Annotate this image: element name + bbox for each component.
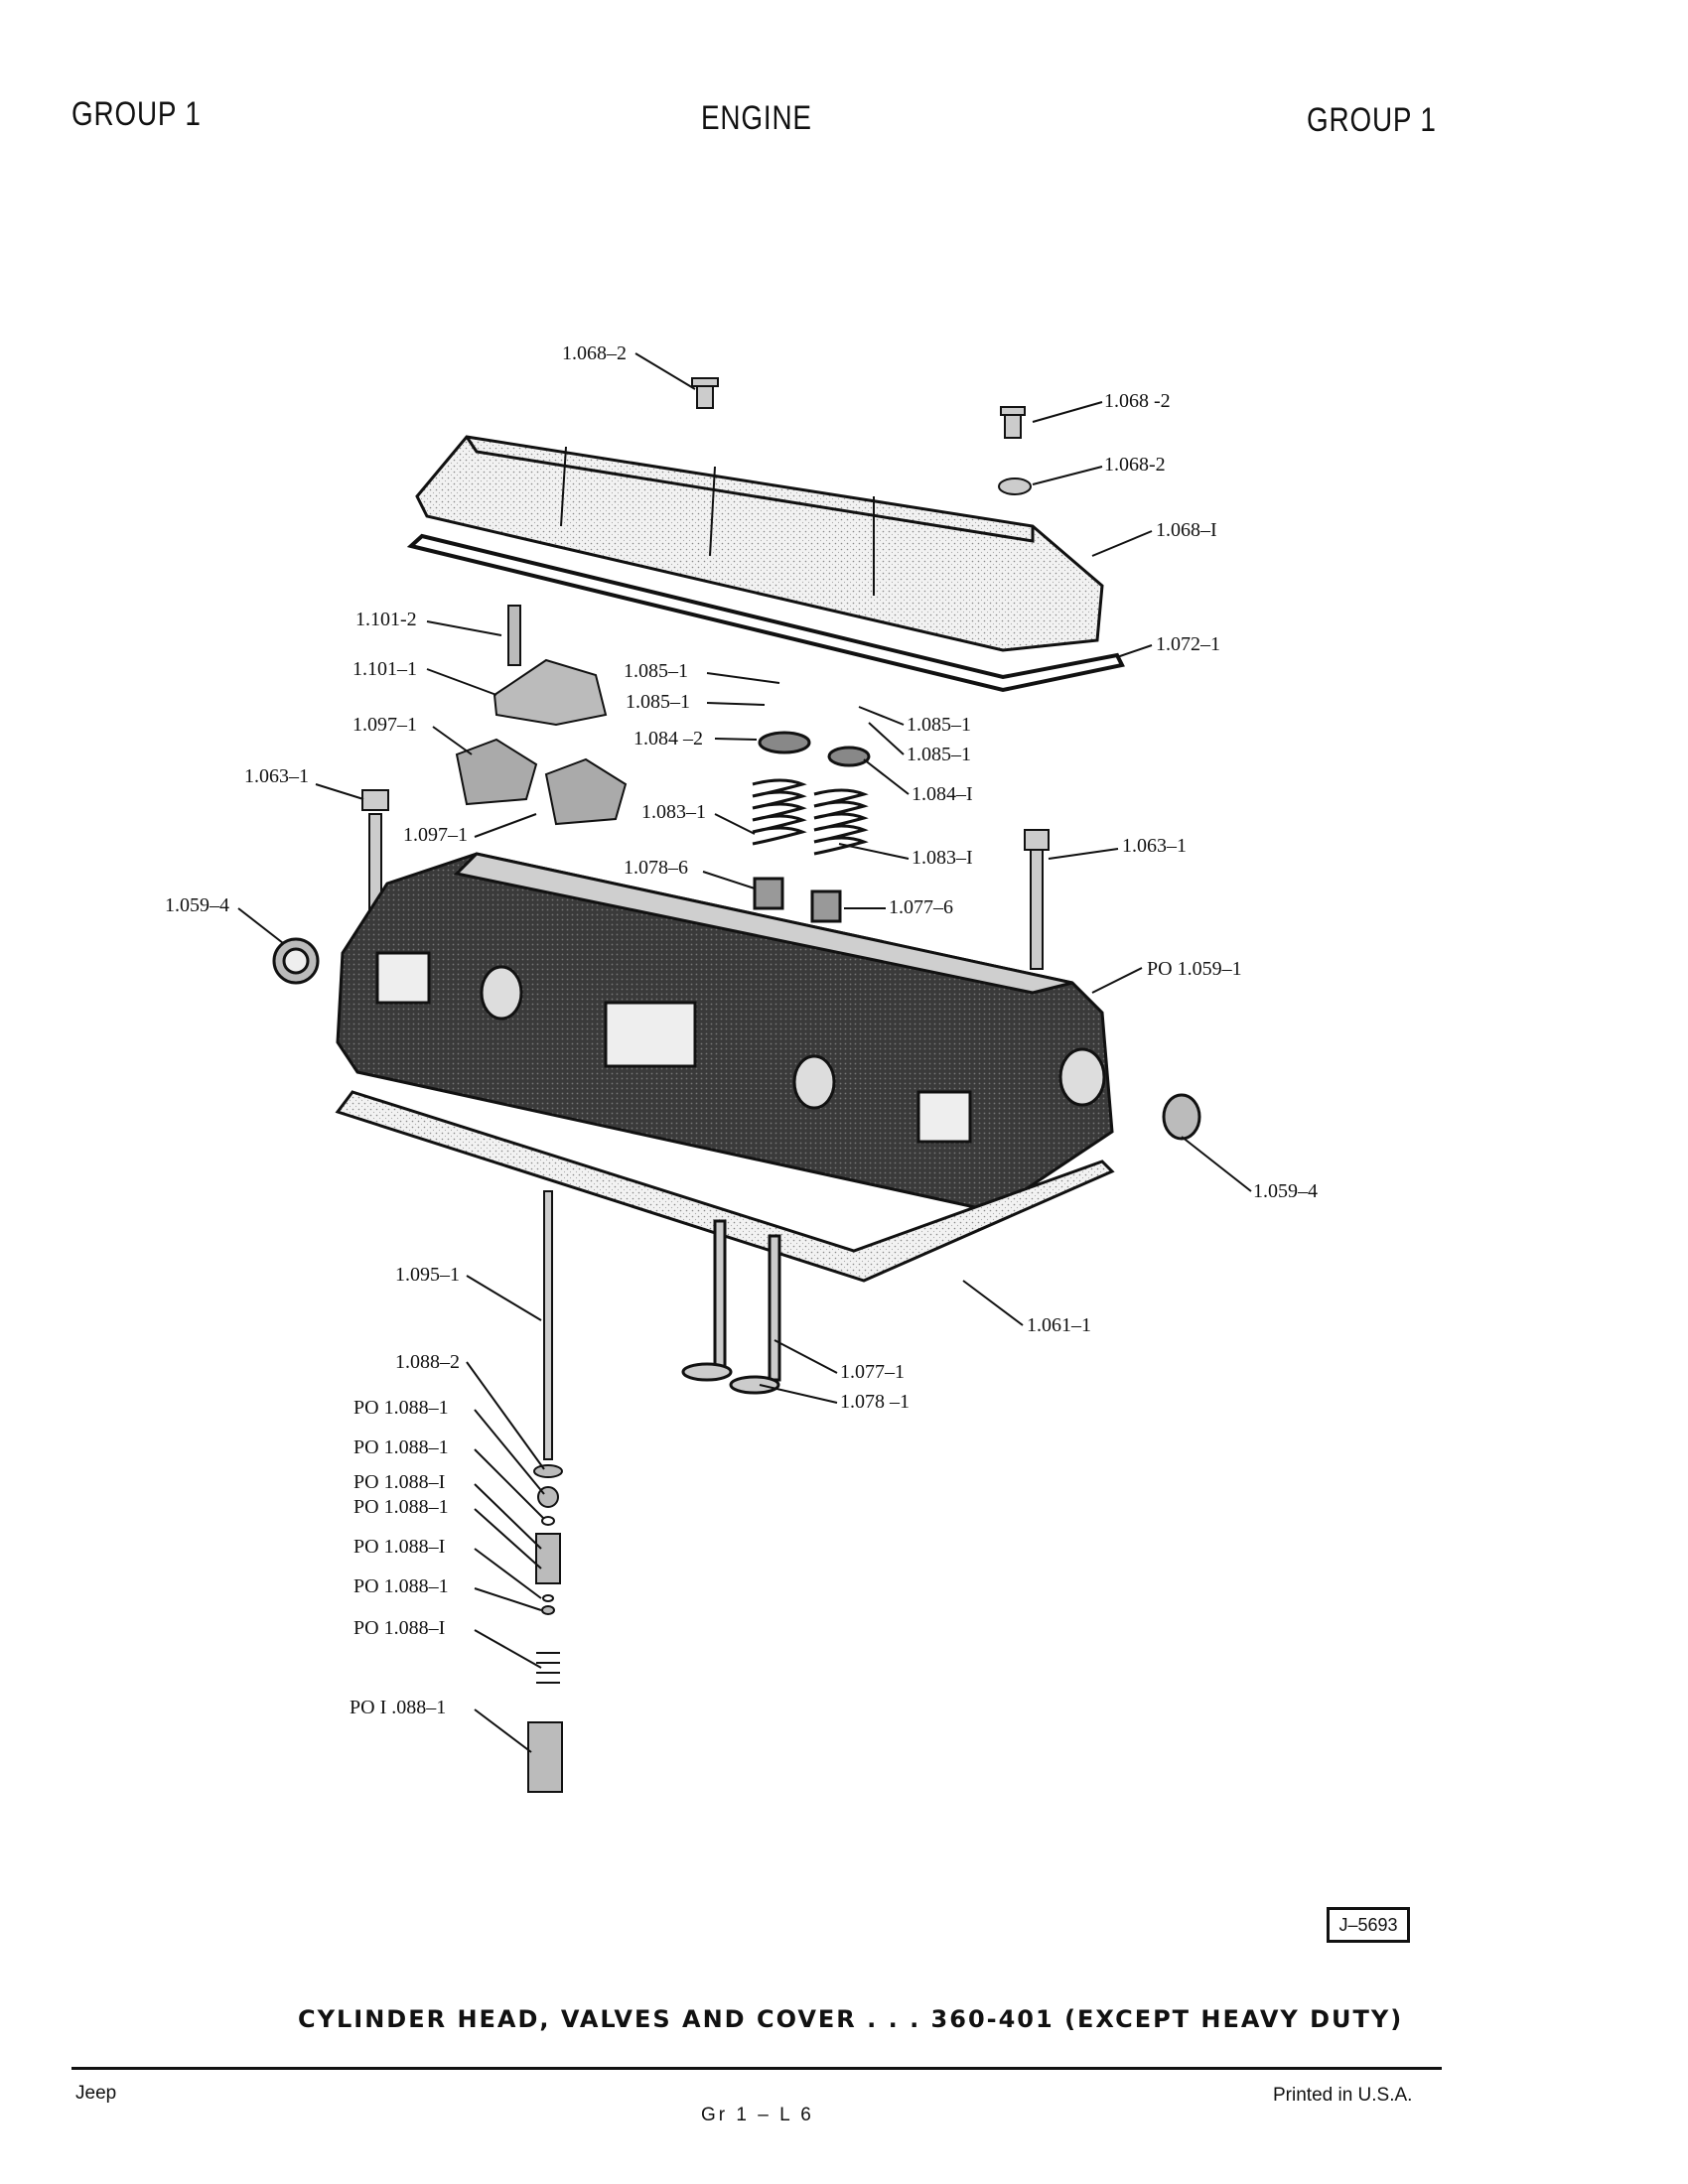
figure-caption: CYLINDER HEAD, VALVES AND COVER . . . 36… [298,2005,1404,2033]
footer-divider [71,2067,1442,2070]
valve-springs [752,731,871,923]
callout-labels: 1.068–2 1.068 -2 1.068-2 1.068–I 1.072–1… [165,342,1318,1718]
callout-label: PO 1.088–1 [353,1436,449,1458]
callout-label: 1.059–4 [165,894,229,916]
callout-label: 1.083–1 [641,801,706,823]
callout-label: 1.063–1 [1122,835,1187,857]
figure-number-box: J–5693 [1327,1907,1410,1943]
rocker-arm [455,738,628,826]
callout-label: 1.085–1 [907,714,971,736]
callout-label: 1.083–I [912,847,973,869]
header-group-right: GROUP 1 [1307,101,1437,139]
footer-brand: Jeep [75,2083,117,2104]
valve-cover-gasket [406,533,1125,693]
callout-label: 1.078–6 [624,857,688,879]
callout-label: 1.078 –1 [840,1391,910,1413]
callout-label: 1.063–1 [244,765,309,787]
footer-page-ref: Gr 1 – L 6 [701,2105,814,2125]
head-bolt-right [1024,829,1050,970]
callout-label: 1.072–1 [1156,633,1220,655]
cylinder-head-gasket [335,1090,1115,1283]
callout-label: 1.097–1 [352,714,417,736]
callout-label: 1.061–1 [1027,1314,1091,1336]
callout-label: PO 1.088–1 [353,1575,449,1597]
hydraulic-lifter-parts [527,1464,563,1793]
callout-label: 1.101–1 [352,658,417,680]
callout-label: 1.085–1 [624,660,688,682]
callout-label: 1.077–6 [889,896,953,918]
header-section-title: ENGINE [701,99,812,137]
callout-label: 1.068–I [1156,519,1217,541]
valve-cover [415,435,1104,652]
callout-label: 1.085–1 [907,744,971,765]
footer-printed: Printed in U.S.A. [1273,2085,1413,2106]
leader-lines [237,352,1252,1753]
callout-label: PO 1.088–1 [353,1397,449,1419]
callout-label: 1.077–1 [840,1361,905,1383]
callout-label: 1.084–I [912,783,973,805]
expansion-plug-left [272,937,320,985]
callout-label: 1.085–1 [626,691,690,713]
callout-label: 1.068 -2 [1104,390,1171,412]
valves [681,1219,781,1395]
callout-label: PO 1.088–I [353,1471,445,1493]
callout-label: 1.084 –2 [633,728,703,750]
callout-label: PO 1.088–1 [353,1496,449,1518]
expansion-plug-right [1162,1093,1201,1141]
callout-label: 1.088–2 [395,1351,460,1373]
callout-label: 1.101-2 [355,609,417,630]
callout-label: 1.068-2 [1104,454,1166,476]
push-rod [543,1190,553,1460]
callout-label: 1.068–2 [562,342,627,364]
cylinder-head [336,852,1114,1213]
callout-label: 1.095–1 [395,1264,460,1286]
callout-label: 1.097–1 [403,824,468,846]
callout-label: PO 1.088–I [353,1536,445,1558]
cover-bolt-left [691,377,719,409]
callout-label: 1.059–4 [1253,1180,1318,1202]
header-group-left: GROUP 1 [71,95,202,133]
rocker-arm-bridge [492,605,608,727]
callout-label: PO 1.059–1 [1147,958,1242,980]
callout-label: PO I .088–1 [350,1697,446,1718]
callout-label: PO 1.088–I [353,1617,445,1639]
cover-bolt-right [998,406,1032,495]
